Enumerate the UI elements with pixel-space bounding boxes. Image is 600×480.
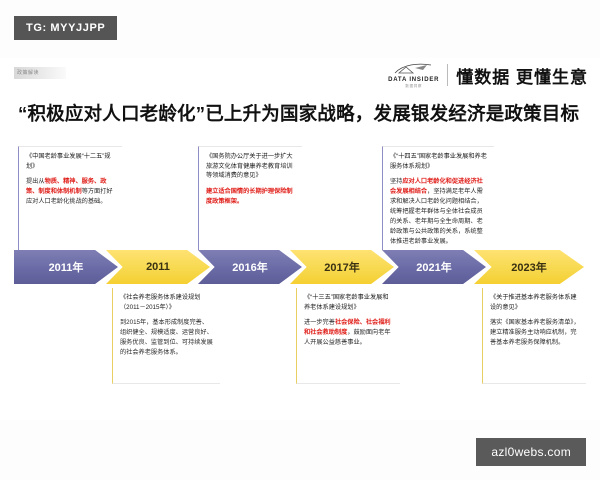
body-pre: 进一步完善 [304,319,335,327]
page-title: “积极应对人口老龄化”已上升为国家战略，发展银发经济是政策目标 [18,103,580,124]
brand-logo: DATA INSIDER 数据洞察 [388,62,439,88]
body-highlight: 建立适合国情的长期护理保险制度政策框架。 [206,187,293,205]
timeline-arrow-2016: 2016年 [198,250,302,284]
slide-content: 政策解读 DATA INSIDER 数据洞察 懂数据 更懂生意 “积极应对人口老… [0,58,600,420]
tg-watermark-badge: TG: MYYJJPP [14,16,118,40]
timeline-arrow-2017: 2017年 [290,250,394,284]
category-tag: 政策解读 [14,67,66,79]
body-pre: 到2015年，基本形成制度完善、组织健全、规模适度、运营良好、服务优良、监管到位… [120,319,213,356]
timeline: 《中国老龄事业发展“十二五”规划》 提出从物质、精神、服务、政策、制度和体制机制… [0,58,600,420]
timeline-top-card-2: 《国务院办公厅关于进一步扩大旅游文化体育健康养老教育培训等领域消费的意见》 建立… [198,146,302,250]
body-highlight: 物质、精神、服务、政策、制度和体制机制 [26,178,107,196]
body-post: ，坚持满足老年人需求和解决人口老龄化问题相结合，统筹把握老年群体与全体社会成员的… [390,188,483,245]
body-post: 等方面打好应对人口老龄化挑战的基础。 [26,188,113,206]
doc-title: 《国务院办公厅关于进一步扩大旅游文化体育健康养老教育培训等领域消费的意见》 [206,153,293,180]
timeline-arrow-2011a: 2011年 [14,250,118,284]
brand-name-en: DATA INSIDER [388,77,440,83]
body-pre: 提出从 [26,178,45,186]
body-post: ，鼓励面向老年人开展公益慈善事业。 [304,329,391,347]
timeline-bottom-card-1: 《社会养老服务体系建设规划（2011－2015年）》 到2015年，基本形成制度… [112,288,220,384]
doc-body: 到2015年，基本形成制度完善、组织健全、规模适度、运营良好、服务优良、监管到位… [120,318,214,358]
timeline-bottom-card-2: 《“十三五”国家老龄事业发展和养老体系建设规划》 进一步完善社会保险、社会福利和… [296,288,400,384]
brand-slogan: 懂数据 更懂生意 [456,67,588,87]
brand-divider [447,64,449,87]
doc-body: 提出从物质、精神、服务、政策、制度和体制机制等方面打好应对人口老龄化挑战的基础。 [26,177,116,207]
body-pre: 落实《国家基本养老服务清单》，建立精准服务主动响应机制，完善基本养老服务保障机制… [490,319,580,347]
doc-body: 建立适合国情的长期护理保险制度政策框架。 [206,187,296,207]
body-highlight: 社会保险、社会福利和社会救助制度 [304,319,391,337]
arrow-year-label: 2016年 [232,262,268,274]
body-highlight: 应对人口老龄化和促进经济社会发展相结合 [390,178,483,196]
timeline-arrow-2021: 2021年 [382,250,486,284]
data-insider-logo-icon [394,63,431,74]
timeline-top-card-1: 《中国老龄事业发展“十二五”规划》 提出从物质、精神、服务、政策、制度和体制机制… [18,146,122,250]
arrow-year-label: 2023年 [511,262,547,274]
doc-title: 《“十三五”国家老龄事业发展和养老体系建设规划》 [304,294,389,311]
arrow-year-label: 2011 [146,261,170,273]
timeline-arrow-2011b: 2011 [106,250,210,284]
category-tag-label: 政策解读 [17,70,40,76]
doc-title: 《关于推进基本养老服务体系建设的意见》 [490,294,577,311]
timeline-arrow-2023: 2023年 [474,250,584,284]
body-pre: 坚持 [390,178,403,186]
arrow-year-label: 2011年 [48,262,84,274]
doc-title: 《中国老龄事业发展“十二五”规划》 [26,153,111,170]
brand-lockup: DATA INSIDER 数据洞察 懂数据 更懂生意 [388,62,588,88]
brand-name-cn: 数据洞察 [405,83,423,88]
timeline-bottom-card-3: 《关于推进基本养老服务体系建设的意见》 落实《国家基本养老服务清单》，建立精准服… [482,288,586,384]
arrow-year-label: 2017年 [324,262,360,274]
doc-body: 进一步完善社会保险、社会福利和社会救助制度，鼓励面向老年人开展公益慈善事业。 [304,318,394,348]
footer-watermark: azl0webs.com [476,438,586,466]
timeline-top-card-3: 《“十四五”国家老龄事业发展和养老服务体系规划》 坚持应对人口老龄化和促进经济社… [382,146,494,250]
doc-body: 落实《国家基本养老服务清单》，建立精准服务主动响应机制，完善基本养老服务保障机制… [490,318,580,348]
doc-body: 坚持应对人口老龄化和促进经济社会发展相结合，坚持满足老年人需求和解决人口老龄化问… [390,177,488,246]
doc-title: 《社会养老服务体系建设规划（2011－2015年）》 [120,294,201,311]
doc-title: 《“十四五”国家老龄事业发展和养老服务体系规划》 [390,153,487,170]
arrow-year-label: 2021年 [416,262,452,274]
